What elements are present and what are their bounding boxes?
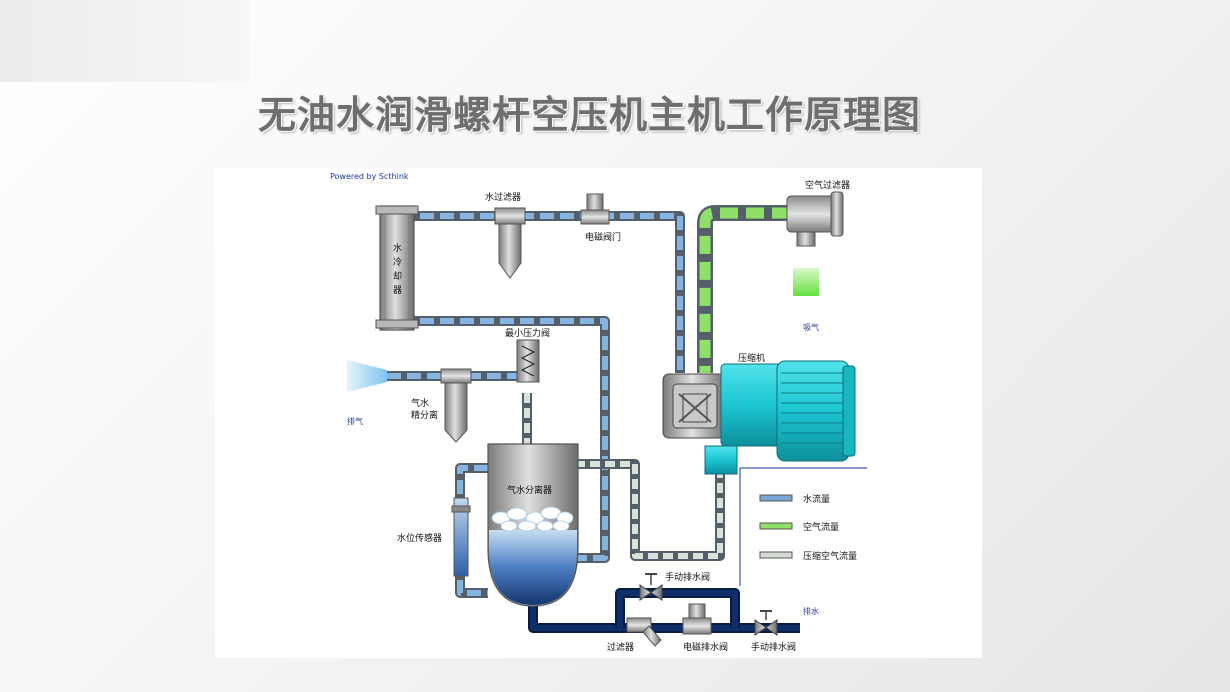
solenoid-drain-valve-label: 电磁排水阀 xyxy=(683,641,728,653)
water-cooler-label-1: 水 xyxy=(393,242,402,254)
system-diagram: Powered by Scthink xyxy=(330,172,867,653)
strainer: 过滤器 xyxy=(607,617,662,653)
air-filter: 空气过滤器 吸气 xyxy=(786,179,850,332)
exhaust-label: 排气 xyxy=(347,416,363,426)
gas-water-separator-label: 气水分离器 xyxy=(507,484,552,496)
water-filter: 水过滤器 xyxy=(485,191,526,279)
legend-water-label: 水流量 xyxy=(803,493,830,505)
diagram-panel: Powered by Scthink xyxy=(215,168,982,658)
pipe-air-intake xyxy=(697,205,790,373)
legend-air-label: 空气流量 xyxy=(803,521,839,533)
pipe-compressed-air xyxy=(575,459,725,561)
manual-drain-valve-top-label: 手动排水阀 xyxy=(665,571,710,583)
solenoid-valve-label: 电磁阀门 xyxy=(585,231,621,243)
exhaust: 排气 xyxy=(347,360,387,426)
legend-item-compressed-air: 压缩空气流量 xyxy=(759,550,857,562)
legend: 水流量 空气流量 压缩空气流量 xyxy=(739,467,867,586)
gas-water-separator: 气水分离器 xyxy=(487,443,579,607)
compressor-label: 压缩机 xyxy=(738,352,765,364)
fine-separator-label-2: 精分离 xyxy=(411,409,438,421)
intake-label: 吸气 xyxy=(803,322,819,332)
legend-item-water: 水流量 xyxy=(759,493,830,505)
water-foam xyxy=(491,506,574,532)
min-pressure-valve-label: 最小压力阀 xyxy=(505,327,550,339)
min-pressure-valve: 最小压力阀 xyxy=(505,327,550,383)
water-cooler-label-4: 器 xyxy=(393,285,402,296)
water-cooler-label-2: 冷 xyxy=(393,256,402,268)
manual-drain-valve-bottom: 手动排水阀 xyxy=(751,610,796,653)
manual-drain-valve-bottom-label: 手动排水阀 xyxy=(751,641,796,653)
fine-separator-label-1: 气水 xyxy=(411,397,429,409)
strainer-label: 过滤器 xyxy=(607,641,634,653)
drain-label: 排水 xyxy=(803,606,819,616)
powered-by-text: Powered by Scthink xyxy=(330,172,409,181)
water-level-sensor: 水位传感器 xyxy=(397,497,471,577)
intake-air-flow xyxy=(793,268,819,296)
pipe-top-water xyxy=(400,211,685,373)
legend-compressed-air-label: 压缩空气流量 xyxy=(803,550,857,562)
water-level-sensor-label: 水位传感器 xyxy=(397,532,442,544)
manual-drain-valve-top: 手动排水阀 xyxy=(639,571,710,601)
solenoid-drain-valve: 电磁排水阀 xyxy=(682,603,728,653)
page-title: 无油水润滑螺杆空压机主机工作原理图 xyxy=(258,93,922,137)
water-filter-label: 水过滤器 xyxy=(485,191,521,203)
solenoid-valve: 电磁阀门 xyxy=(580,193,621,243)
top-band xyxy=(0,0,250,82)
legend-item-air: 空气流量 xyxy=(759,521,839,533)
compressor-unit: 压缩机 xyxy=(662,352,856,475)
water-cooler-label-3: 却 xyxy=(393,271,402,282)
fine-separator: 气水 精分离 xyxy=(411,368,472,443)
water-cooler: 水 冷 却 器 xyxy=(375,205,419,331)
air-filter-label: 空气过滤器 xyxy=(805,179,850,191)
